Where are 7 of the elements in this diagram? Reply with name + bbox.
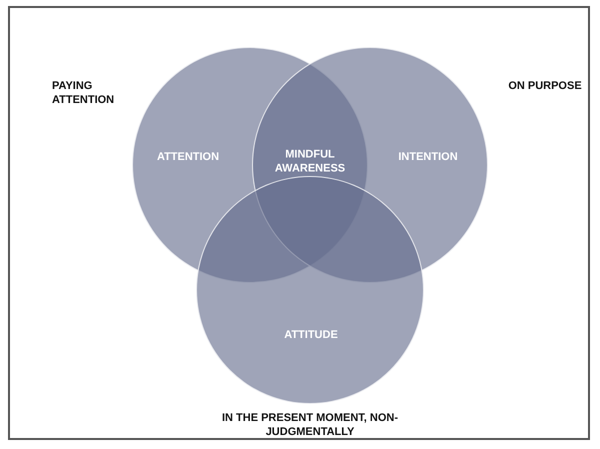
caption-text: ON PURPOSE: [507, 79, 583, 94]
circle-label: ATTITUDE: [284, 329, 338, 343]
circle-label: ATTENTION: [156, 151, 220, 165]
circle-label: INTENTION: [398, 151, 458, 165]
caption-text: PAYING ATTENTION: [52, 79, 116, 108]
overlap-label: MINDFUL AWARENESS: [274, 148, 346, 176]
caption-text: IN THE PRESENT MOMENT, NON-JUDGMENTALLY: [220, 411, 399, 440]
